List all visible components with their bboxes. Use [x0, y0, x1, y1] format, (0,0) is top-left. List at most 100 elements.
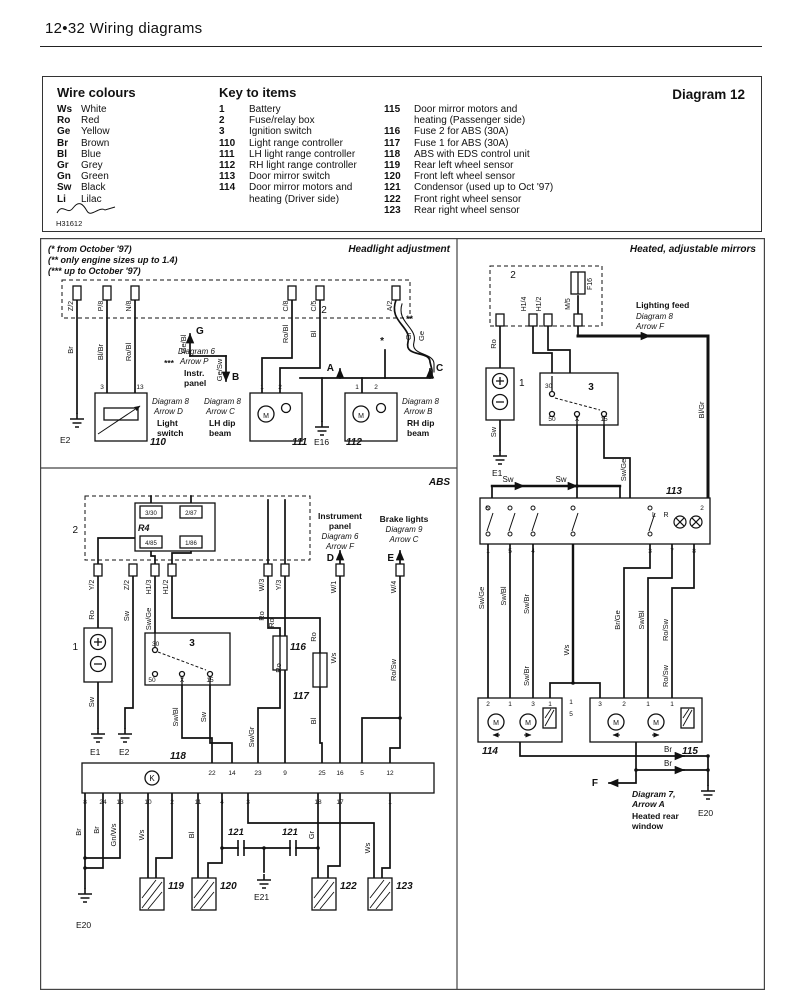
- diagram-label: Instrument: [318, 511, 362, 521]
- diagram-label: 1: [569, 699, 573, 706]
- diagram-label: 15: [206, 677, 214, 684]
- diagram-labels: (* from October '97)(** only engine size…: [48, 244, 756, 930]
- wheel-sensors: [139, 877, 393, 911]
- diagram-label: Ge/Bl: [179, 334, 188, 353]
- diagram-label: Lighting feed: [636, 300, 689, 310]
- diagram-label: 5: [360, 770, 364, 777]
- diagram-label: Diagram 8: [204, 397, 241, 406]
- diagram-label: switch: [157, 428, 183, 438]
- diagram-label: 111: [292, 437, 308, 448]
- diagram-label: Gn/Ws: [109, 823, 118, 846]
- diagram-label: 2: [278, 384, 282, 391]
- diagram-label: E20: [76, 920, 91, 930]
- diagram-label: 2/87: [185, 511, 197, 517]
- battery-mirrors: [485, 367, 515, 421]
- ignition-switch-abs: [144, 632, 231, 686]
- diagram-label: 11: [195, 799, 202, 806]
- diagram-label: Sw/Ge: [619, 459, 628, 482]
- diagram-label: Sw: [199, 711, 208, 722]
- diagram-label: 5: [508, 548, 512, 555]
- diagram-label: M: [263, 413, 269, 420]
- connector-terminals: [72, 285, 583, 577]
- diagram-label: W/1: [331, 581, 338, 594]
- diagram-label: A/2: [387, 301, 394, 312]
- diagram-label: Y/3: [276, 580, 283, 591]
- signature-code: H31612: [56, 219, 83, 228]
- diagram-label: Sw/Bl: [637, 610, 646, 630]
- diagram-label: 2: [622, 701, 626, 708]
- diagram-label: 5: [569, 711, 573, 718]
- diagram-label: Gr: [307, 830, 316, 839]
- diagram-label: Brake lights: [380, 514, 429, 524]
- diagram-label: 12: [386, 770, 394, 777]
- diagram-label: Gr: [404, 331, 413, 340]
- diagram-label: 23: [254, 770, 262, 777]
- diagram-label: 114: [482, 746, 498, 757]
- signature-mark: [56, 203, 116, 214]
- diagram-label: RH dip: [407, 418, 434, 428]
- diagram-label: 13: [136, 384, 144, 391]
- diagram-label: Diagram 8: [402, 397, 439, 406]
- diagram-label: 120: [220, 881, 237, 892]
- diagram-label: 24: [99, 799, 107, 806]
- diagram-label: 113: [666, 486, 682, 497]
- diagram-label: 50: [548, 416, 556, 423]
- diagram-label: Sw/Bl: [171, 707, 180, 727]
- diagram-label: F: [592, 778, 598, 789]
- diagram-label: Ro: [267, 618, 276, 628]
- diagram-label: Sw: [87, 696, 96, 707]
- relay-r4: [134, 502, 216, 552]
- diagram-label: 121: [228, 827, 244, 838]
- diagram-label: Ws: [562, 644, 571, 655]
- diagram-number-title: Diagram 12: [672, 87, 745, 102]
- diagram-label: *: [380, 336, 384, 347]
- diagram-label: Bl: [309, 330, 318, 337]
- diagram-label: 10: [144, 799, 152, 806]
- diagram-label: 8: [83, 799, 87, 806]
- wire-colours-title: Wire colours: [57, 85, 136, 100]
- diagram-label: M: [653, 720, 659, 727]
- diagram-label: Arrow P: [179, 357, 209, 366]
- diagram-label: Ro/Bl: [281, 324, 290, 343]
- diagram-label: ***: [164, 358, 175, 368]
- diagram-label: 1: [355, 384, 359, 391]
- diagram-label: E: [387, 553, 394, 564]
- diagram-label: Ws: [329, 652, 338, 663]
- diagram-label: 2: [374, 384, 378, 391]
- diagram-label: 14: [228, 770, 236, 777]
- diagram-label: Ro: [274, 663, 283, 673]
- junction-dots: [83, 484, 710, 870]
- ignition-switch-mirrors: [539, 372, 619, 426]
- diagram-label: 3: [100, 384, 104, 391]
- diagram-label: 6: [485, 505, 489, 512]
- diagram-label: W/3: [259, 579, 266, 592]
- diagram-label: Bl: [309, 717, 318, 724]
- diagram-label: Arrow A: [631, 799, 665, 809]
- diagram-label: Ws: [137, 829, 146, 840]
- diagram-label: Sw: [555, 475, 566, 484]
- diagram-label: M: [493, 720, 499, 727]
- diagram-label: Arrow B: [403, 407, 433, 416]
- diagram-label: Bl/Gr: [697, 401, 706, 419]
- diagram-label: 50: [148, 677, 156, 684]
- header-rule: [40, 46, 762, 47]
- diagram-label: Diagram 9: [386, 525, 423, 534]
- diagram-label: (** only engine sizes up to 1.4): [48, 255, 178, 265]
- diagram-label: C/8: [283, 300, 290, 311]
- diagram-label: E16: [314, 437, 329, 447]
- diagram-label: R: [663, 512, 668, 519]
- diagram-label: R4: [138, 523, 150, 533]
- diagram-label: 1: [486, 548, 490, 555]
